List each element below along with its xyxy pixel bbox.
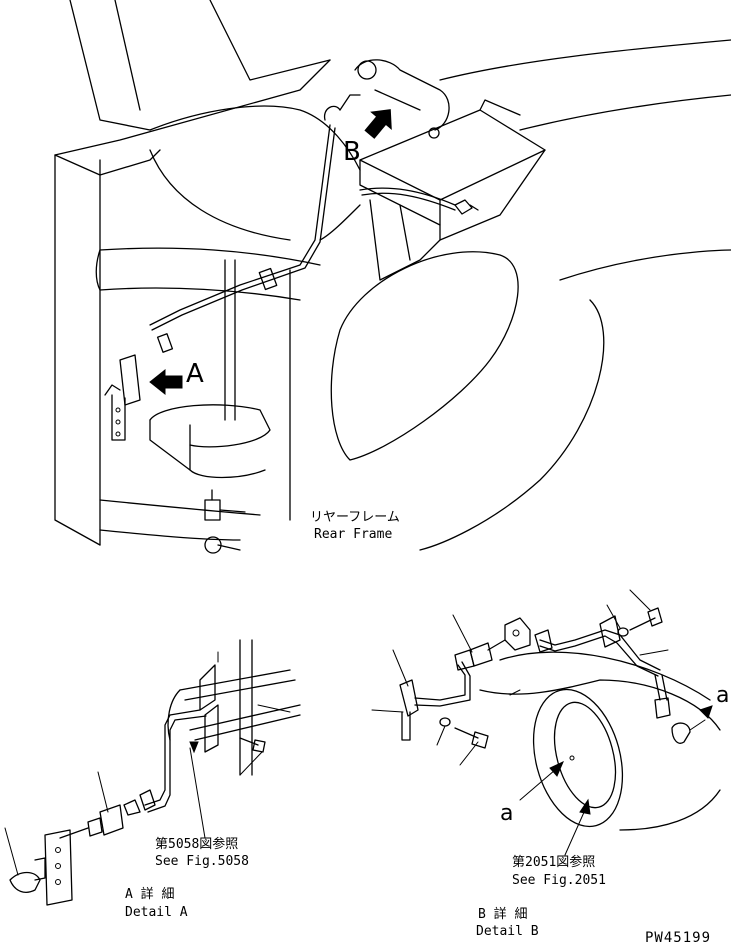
callout-b-letter: B — [343, 137, 361, 167]
detail-a-reference-jp: 第5058図参照 — [155, 836, 238, 852]
rear-frame-label-en: Rear Frame — [314, 527, 392, 542]
detail-a-title-en: Detail A — [125, 905, 188, 920]
point-a-label-right: a — [716, 683, 729, 708]
callout-a-letter: A — [186, 359, 204, 389]
detail-b-reference-jp: 第2051図参照 — [512, 854, 595, 870]
detail-a-reference-en: See Fig.5058 — [155, 854, 249, 869]
detail-a-view — [4, 639, 301, 906]
detail-b-view — [371, 589, 721, 856]
main-assembly-view — [54, 0, 731, 554]
rear-frame-label-jp: リヤーフレーム — [310, 510, 400, 525]
detail-b-reference-en: See Fig.2051 — [512, 873, 606, 888]
drawing-number: PW45199 — [645, 930, 711, 945]
detail-b-title-jp: B 詳 細 — [478, 906, 527, 922]
detail-b-title-en: Detail B — [476, 924, 539, 939]
point-a-label-left: a — [500, 801, 513, 826]
detail-a-title-jp: A 詳 細 — [125, 886, 174, 902]
